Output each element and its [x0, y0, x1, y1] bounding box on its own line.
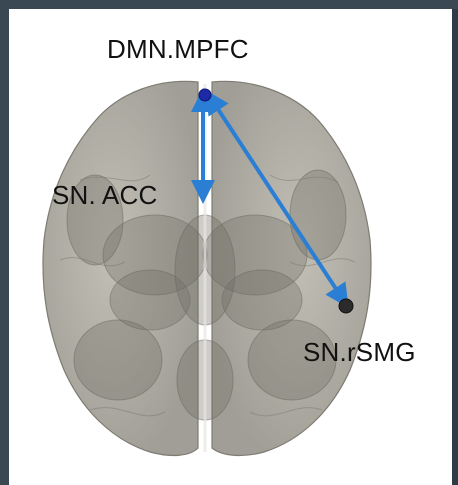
- label-dmn-mpfc: DMN.MPFC: [107, 34, 249, 65]
- node-dmn-mpfc: [199, 89, 211, 101]
- label-sn-acc: SN. ACC: [52, 180, 157, 211]
- label-sn-rsmg: SN.rSMG: [303, 337, 416, 368]
- node-sn-rsmg: [339, 299, 353, 313]
